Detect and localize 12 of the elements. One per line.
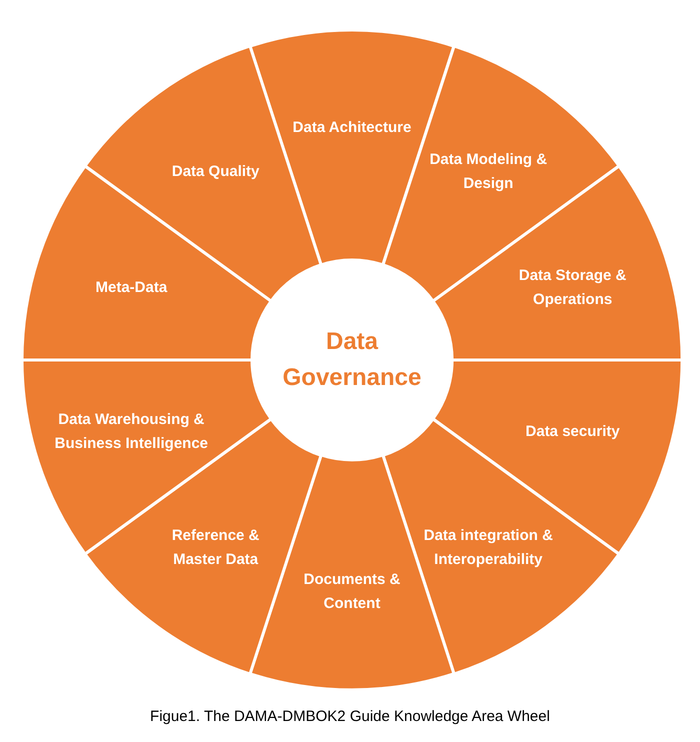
segment-label: Documents & Content: [302, 570, 402, 614]
segment-label: Data Warehousing & Business Intelligence: [54, 410, 210, 454]
segment-label: Data Modeling & Design: [428, 150, 548, 194]
segment-label: Data security: [524, 422, 621, 442]
hub-label: Data Governance: [282, 327, 422, 393]
segment-label: Meta-Data: [94, 278, 168, 298]
segment-label: Data Storage & Operations: [518, 266, 628, 310]
segment-label: Data Quality: [170, 162, 260, 182]
segment-label: Reference & Master Data: [170, 526, 260, 570]
segment-label: Data Achitecture: [292, 118, 412, 138]
caption: Figue1. The DAMA-DMBOK2 Guide Knowledge Area Wheel: [149, 708, 551, 725]
segment-label: Data integration & Interoperability: [422, 526, 554, 570]
